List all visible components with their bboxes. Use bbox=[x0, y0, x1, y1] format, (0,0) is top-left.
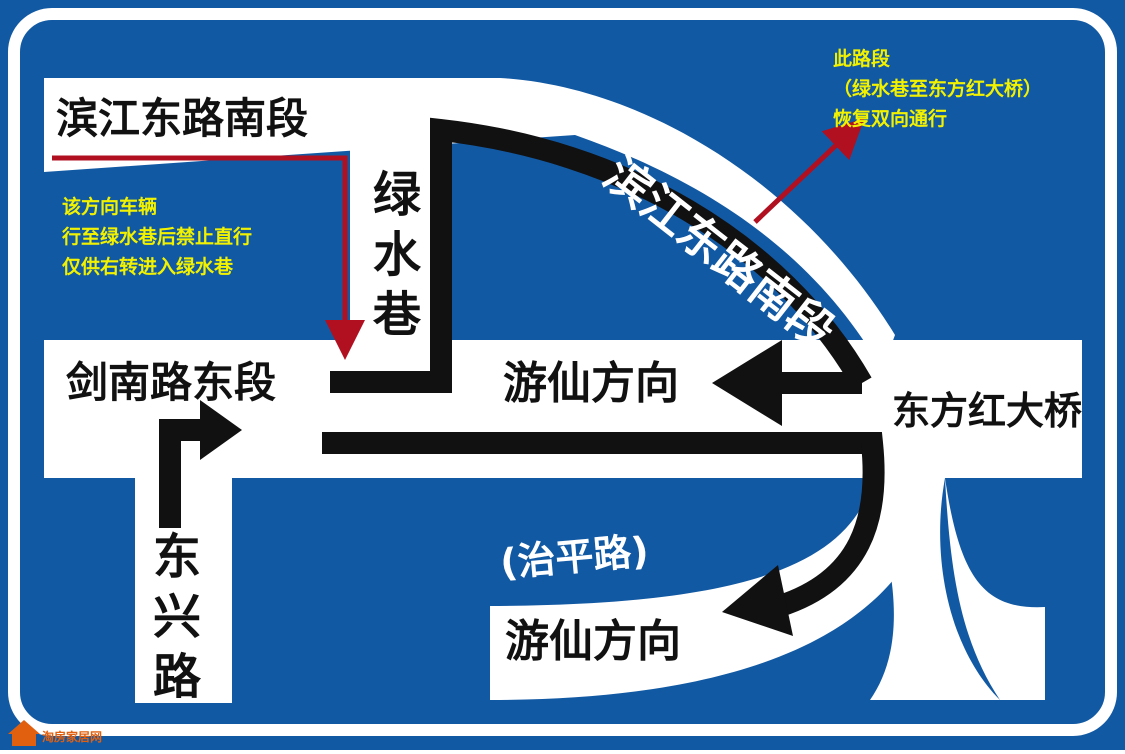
left-arrow-icon bbox=[712, 340, 782, 426]
road-bridge-ramp-2 bbox=[945, 478, 1045, 700]
turn-right-arrow-icon bbox=[200, 400, 242, 460]
road-binjiang bbox=[44, 78, 895, 370]
left-note-line: 行至绿水巷后禁止直行 bbox=[62, 226, 253, 248]
direction-label-youxian-lower: 游仙方向 bbox=[505, 616, 681, 667]
road-bridge-ramp bbox=[865, 478, 1000, 700]
left-note: 该方向车辆 行至绿水巷后禁止直行 仅供右转进入绿水巷 bbox=[62, 192, 252, 282]
road-network bbox=[44, 78, 1082, 703]
left-note-line: 仅供右转进入绿水巷 bbox=[62, 256, 234, 278]
right-note-line: 恢复双向通行 bbox=[833, 108, 948, 130]
red-arrow-icon bbox=[52, 118, 865, 360]
right-note: 此路段 （绿水巷至东方红大桥） 恢复双向通行 bbox=[833, 44, 1042, 134]
house-logo-icon bbox=[8, 720, 40, 746]
road-label-lvshuixiang: 绿水巷 bbox=[372, 167, 421, 343]
curved-arrow-icon bbox=[722, 565, 793, 636]
route-lines bbox=[159, 117, 885, 617]
direction-label-youxian-upper: 游仙方向 bbox=[503, 358, 679, 409]
sign-border bbox=[8, 8, 1117, 736]
right-note-line: （绿水巷至东方红大桥） bbox=[833, 78, 1043, 100]
left-note-line: 该方向车辆 bbox=[62, 196, 158, 218]
route-curve-down bbox=[776, 432, 885, 617]
road-label-dongfanghong-bridge: 东方红大桥 bbox=[892, 389, 1083, 433]
route-dongxing-turn bbox=[159, 419, 205, 528]
route-lvshui-loop bbox=[330, 117, 872, 393]
road-label-dongxing: 东兴路 bbox=[152, 529, 201, 705]
road-label-jiannan: 剑南路东段 bbox=[66, 358, 277, 407]
right-note-line: 此路段 bbox=[833, 48, 891, 70]
road-label-binjiang-top: 滨江东路南段 bbox=[56, 94, 309, 143]
road-dongxing bbox=[135, 478, 232, 703]
watermark-brand: 淘房家居网 bbox=[42, 730, 103, 744]
road-zhiping bbox=[490, 478, 940, 700]
road-jiannan bbox=[44, 340, 1082, 478]
